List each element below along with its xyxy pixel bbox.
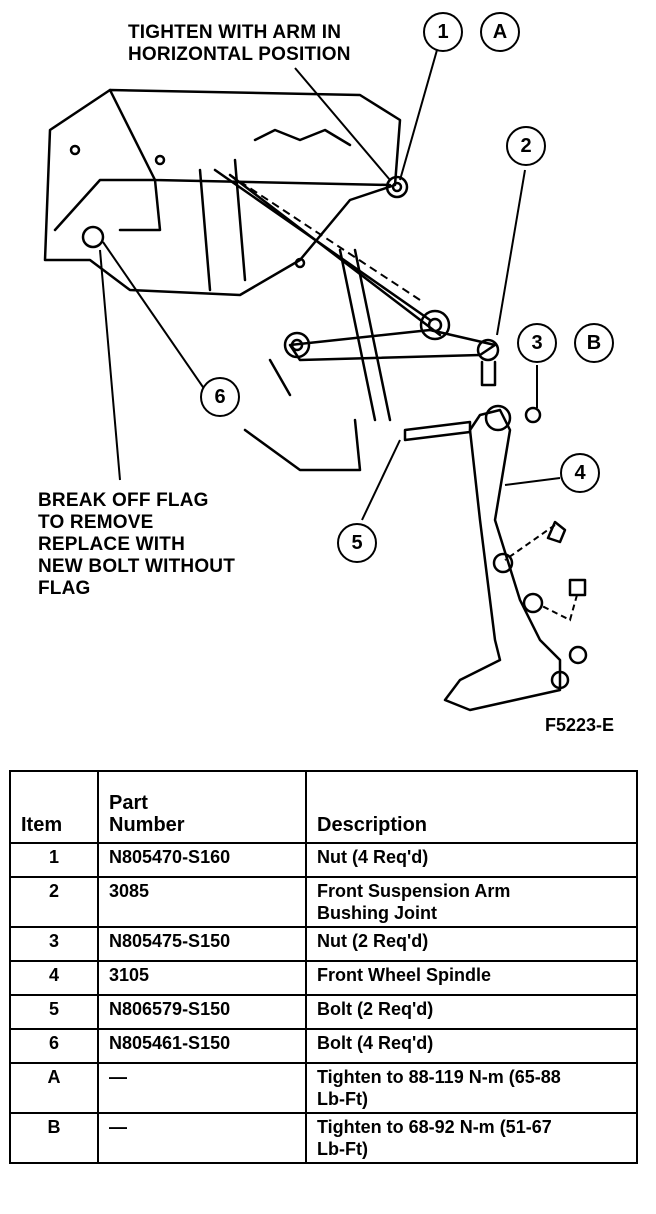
cell-description: Tighten to 88-119 N-m (65-88 Lb-Ft): [305, 1062, 638, 1114]
callout-A: A: [480, 12, 520, 52]
bolt-6: [81, 225, 105, 249]
suspension-diagram: [43, 49, 588, 712]
parts-table: Item Part Number Description 1 N805470-S…: [9, 770, 638, 1164]
callout-2: 2: [506, 126, 546, 166]
bushing-front: [283, 331, 311, 359]
table-row: 2 3085 Front Suspension Arm Bushing Join…: [9, 876, 638, 928]
figure-code: F5223-E: [545, 715, 615, 735]
cell-description: Tighten to 68-92 N-m (51-67 Lb-Ft): [305, 1112, 638, 1164]
callout-B: B: [574, 323, 614, 363]
cell-part: N806579-S150: [97, 994, 307, 1030]
cell-part: 3085: [97, 876, 307, 928]
header-part-line1: Part: [109, 792, 148, 814]
table-row: 1 N805470-S160 Nut (4 Req'd): [9, 842, 638, 878]
cell-part: N805461-S150: [97, 1028, 307, 1064]
header-description: Description: [305, 770, 638, 844]
cell-item: B: [9, 1112, 99, 1164]
bushing-rear: [419, 309, 451, 341]
ball-joint: [476, 338, 500, 362]
cell-part: 3105: [97, 960, 307, 996]
cell-part: —: [97, 1112, 307, 1164]
frame-bracket: [43, 88, 402, 297]
cell-item: 3: [9, 926, 99, 962]
table-row: 6 N805461-S150 Bolt (4 Req'd): [9, 1028, 638, 1064]
header-part-number: Part Number: [97, 770, 307, 844]
table-row: A — Tighten to 88-119 N-m (65-88 Lb-Ft): [9, 1062, 638, 1114]
cell-item: 4: [9, 960, 99, 996]
bolt-5: [403, 420, 472, 442]
note-break-off-flag: BREAK OFF FLAG TO REMOVE REPLACE WITH NE…: [38, 490, 236, 599]
cell-description: Nut (2 Req'd): [305, 926, 638, 962]
cell-item: 5: [9, 994, 99, 1030]
cell-description: Front Wheel Spindle: [305, 960, 638, 996]
nut-1: [385, 175, 409, 199]
table-row: B — Tighten to 68-92 N-m (51-67 Lb-Ft): [9, 1112, 638, 1164]
note-tighten-horizontal: TIGHTEN WITH ARM IN HORIZONTAL POSITION: [128, 22, 351, 65]
header-item: Item: [9, 770, 99, 844]
cell-item: 1: [9, 842, 99, 878]
callout-1: 1: [423, 12, 463, 52]
table-row: 3 N805475-S150 Nut (2 Req'd): [9, 926, 638, 962]
cell-item: A: [9, 1062, 99, 1114]
cell-description: Nut (4 Req'd): [305, 842, 638, 878]
callout-3: 3: [517, 323, 557, 363]
cell-part: N805470-S160: [97, 842, 307, 878]
table-row: 5 N806579-S150 Bolt (2 Req'd): [9, 994, 638, 1030]
spindle: [443, 408, 562, 712]
cell-item: 6: [9, 1028, 99, 1064]
callout-4: 4: [560, 453, 600, 493]
callout-5: 5: [337, 523, 377, 563]
table-header-row: Item Part Number Description: [9, 770, 638, 844]
cell-description: Bolt (4 Req'd): [305, 1028, 638, 1064]
cell-item: 2: [9, 876, 99, 928]
cell-part: N805475-S150: [97, 926, 307, 962]
table-row: 4 3105 Front Wheel Spindle: [9, 960, 638, 996]
header-part-line2: Number: [109, 814, 185, 836]
cell-description: Bolt (2 Req'd): [305, 994, 638, 1030]
upper-arm: [288, 328, 497, 362]
cell-part: —: [97, 1062, 307, 1114]
callout-6: 6: [200, 377, 240, 417]
cell-description: Front Suspension Arm Bushing Joint: [305, 876, 638, 928]
